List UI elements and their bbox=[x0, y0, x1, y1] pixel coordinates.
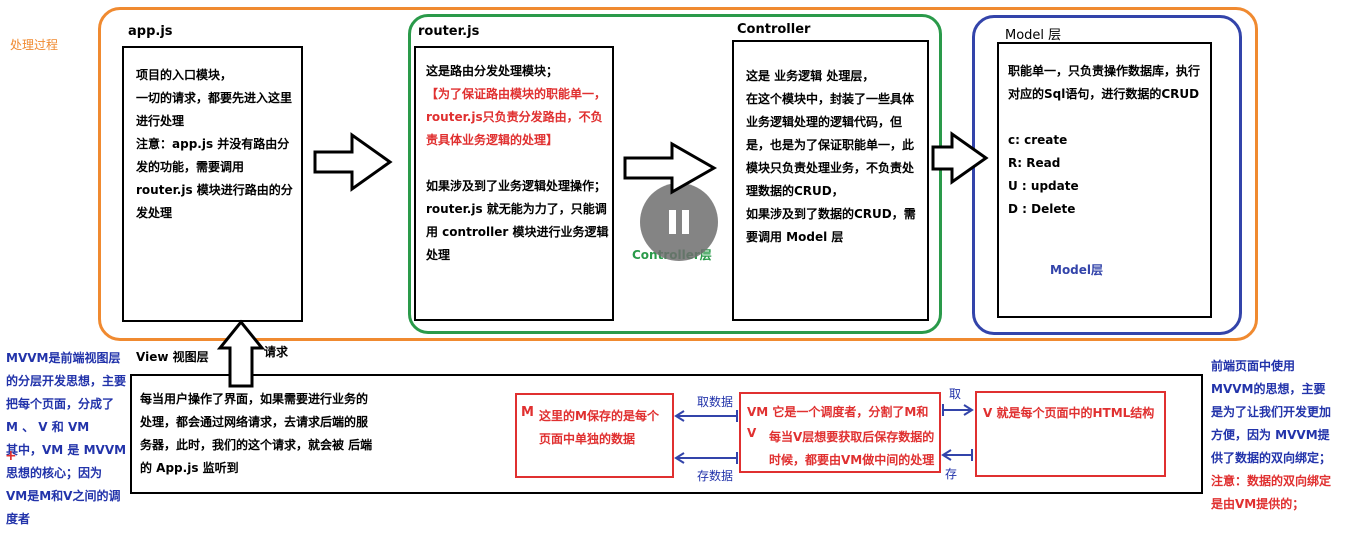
model-container bbox=[972, 15, 1242, 335]
router-line: 这是路由分发处理模块； bbox=[426, 64, 559, 78]
appjs-line: 发处理 bbox=[136, 206, 173, 220]
mvvm-left-line: 度者 bbox=[6, 512, 31, 526]
mvvm-left-line: MVVM是前端视图层 bbox=[6, 351, 121, 365]
router-note-line: 责具体业务逻辑的处理】 bbox=[426, 133, 559, 147]
controller-line: 业务逻辑处理的逻辑代码，但 bbox=[746, 115, 903, 129]
v-box: V 就是每个页面中的HTML结构 bbox=[975, 391, 1166, 477]
get-data-label: 取数据 bbox=[697, 395, 734, 409]
appjs-line: 项目的入口模块， bbox=[136, 68, 233, 82]
mvvm-left-line: M 、 V 和 VM bbox=[6, 420, 90, 434]
router-box: 这是路由分发处理模块； 【为了保证路由模块的职能单一， router.js只负责… bbox=[414, 46, 614, 321]
pause-bar-right bbox=[682, 210, 689, 234]
arrow-up-icon bbox=[216, 319, 266, 388]
view-line: 每当用户操作了界面，如果需要进行业务的 bbox=[140, 392, 369, 406]
appjs-line: 注意：app.js 并没有路由分 bbox=[136, 137, 290, 151]
router-note-line: router.js只负责分发路由，不负 bbox=[426, 110, 603, 124]
mvvm-right-note: 前端页面中使用 MVVM的思想，主要 是为了让我们开发更加 方便，因为 MVVM… bbox=[1211, 355, 1331, 516]
m-letter: M bbox=[521, 405, 534, 420]
model-line: 职能单一，只负责操作数据库，执行 bbox=[1008, 64, 1201, 78]
process-label: 处理过程 bbox=[10, 38, 59, 52]
view-title: View 视图层 bbox=[136, 350, 209, 364]
m-box: M 这里的M保存的是每个 页面中单独的数据 bbox=[515, 393, 674, 478]
mvvm-right-line: 方便，因为 MVVM提 bbox=[1211, 428, 1330, 442]
appjs-box: 项目的入口模块， 一切的请求，都要先进入这里 进行处理 注意：app.js 并没… bbox=[122, 46, 303, 322]
controller-line: 这是 业务逻辑 处理层， bbox=[746, 69, 875, 83]
mvvm-right-line: MVVM的思想，主要 bbox=[1211, 382, 1326, 396]
m-line: 这里的M保存的是每个 bbox=[539, 409, 659, 423]
v-text: V 就是每个页面中的HTML结构 bbox=[983, 406, 1155, 420]
controller-line: 是，也是为了保证职能单一，此 bbox=[746, 138, 915, 152]
appjs-line: 发的功能，需要调用 bbox=[136, 160, 245, 174]
vm-line: 时候，都要由VM做中间的处理 bbox=[769, 453, 935, 467]
m-line: 页面中单独的数据 bbox=[539, 432, 636, 446]
arrow-right-icon bbox=[931, 131, 989, 185]
appjs-line: 一切的请求，都要先进入这里 bbox=[136, 91, 293, 105]
request-label: 请求 bbox=[264, 345, 289, 359]
vm-v-letter: V bbox=[747, 426, 757, 440]
mvvm-left-line: 把每个页面，分成了 bbox=[6, 397, 115, 411]
router-line: 处理 bbox=[426, 248, 451, 262]
save-data-label: 存数据 bbox=[697, 469, 734, 483]
appjs-line: 进行处理 bbox=[136, 114, 185, 128]
crud-line: D : Delete bbox=[1008, 202, 1076, 216]
vm-box: VM 它是一个调度者，分割了M和 V 每当V层想要获取后保存数据的 时候，都要由… bbox=[739, 392, 941, 473]
view-line: 的 App.js 监听到 bbox=[140, 461, 239, 475]
view-line: 务器，此时，我们的这个请求，就会被 后端 bbox=[140, 438, 373, 452]
router-note-line: 【为了保证路由模块的职能单一， bbox=[426, 87, 607, 101]
mvvm-left-line: VM是M和V之间的调 bbox=[6, 489, 121, 503]
model-line: 对应的Sql语句，进行数据的CRUD bbox=[1008, 87, 1200, 101]
router-controller-container bbox=[408, 14, 942, 334]
router-line: 用 controller 模块进行业务逻辑 bbox=[426, 225, 609, 239]
controller-box: 这是 业务逻辑 处理层， 在这个模块中，封装了一些具体 业务逻辑处理的逻辑代码，… bbox=[732, 40, 929, 321]
mvvm-right-line: 前端页面中使用 bbox=[1211, 359, 1296, 373]
mvvm-right-red-line: 是由VM提供的； bbox=[1211, 497, 1305, 511]
model-box: 职能单一，只负责操作数据库，执行 对应的Sql语句，进行数据的CRUD c: c… bbox=[997, 42, 1212, 318]
save-label: 存 bbox=[945, 467, 958, 481]
router-title: router.js bbox=[418, 24, 480, 39]
router-line: 如果涉及到了业务逻辑处理操作； bbox=[426, 179, 607, 193]
get-label: 取 bbox=[949, 387, 962, 401]
pause-icon[interactable] bbox=[640, 183, 718, 261]
vm-head: VM 它是一个调度者，分割了M和 bbox=[747, 405, 929, 419]
pause-bar-left bbox=[669, 210, 676, 234]
arrow-right-icon bbox=[623, 141, 718, 195]
backend-container bbox=[98, 7, 1258, 341]
crud-line: R: Read bbox=[1008, 156, 1061, 170]
mvvm-left-line: 的分层开发思想，主要 bbox=[6, 374, 127, 388]
controller-line: 理数据的CRUD， bbox=[746, 184, 844, 198]
crud-line: U : update bbox=[1008, 179, 1079, 193]
appjs-title: app.js bbox=[128, 24, 173, 39]
mvvm-right-red-line: 注意：数据的双向绑定 bbox=[1211, 474, 1332, 488]
arrow-right-icon bbox=[313, 132, 393, 192]
cursor-crosshair-icon: + bbox=[5, 448, 17, 464]
controller-line: 在这个模块中，封装了一些具体 bbox=[746, 92, 915, 106]
view-box: 每当用户操作了界面，如果需要进行业务的 处理，都会通过网络请求，去请求后端的服 … bbox=[130, 374, 1203, 494]
mvvm-right-line: 供了数据的双向绑定； bbox=[1211, 451, 1332, 465]
vm-line: 每当V层想要获取后保存数据的 bbox=[769, 430, 935, 444]
controller-line: 模块只负责处理业务，不负责处 bbox=[746, 161, 915, 175]
router-line: router.js 就无能为力了，只能调 bbox=[426, 202, 607, 216]
appjs-line: router.js 模块进行路由的分 bbox=[136, 183, 293, 197]
controller-title: Controller bbox=[737, 22, 811, 37]
view-line: 处理，都会通过网络请求，去请求后端的服 bbox=[140, 415, 369, 429]
model-title: Model 层 bbox=[1005, 28, 1062, 43]
model-layer-label: Model层 bbox=[1050, 263, 1104, 277]
crud-line: c: create bbox=[1008, 133, 1068, 147]
mvvm-left-line: 思想的核心；因为 bbox=[6, 466, 103, 480]
mvvm-right-line: 是为了让我们开发更加 bbox=[1211, 405, 1332, 419]
controller-line: 要调用 Model 层 bbox=[746, 230, 844, 244]
mvvm-left-note: MVVM是前端视图层 的分层开发思想，主要 把每个页面，分成了 M 、 V 和 … bbox=[6, 347, 126, 531]
controller-line: 如果涉及到了数据的CRUD，需 bbox=[746, 207, 916, 221]
mvvm-left-line: 其中，VM 是 MVVM bbox=[6, 443, 127, 457]
